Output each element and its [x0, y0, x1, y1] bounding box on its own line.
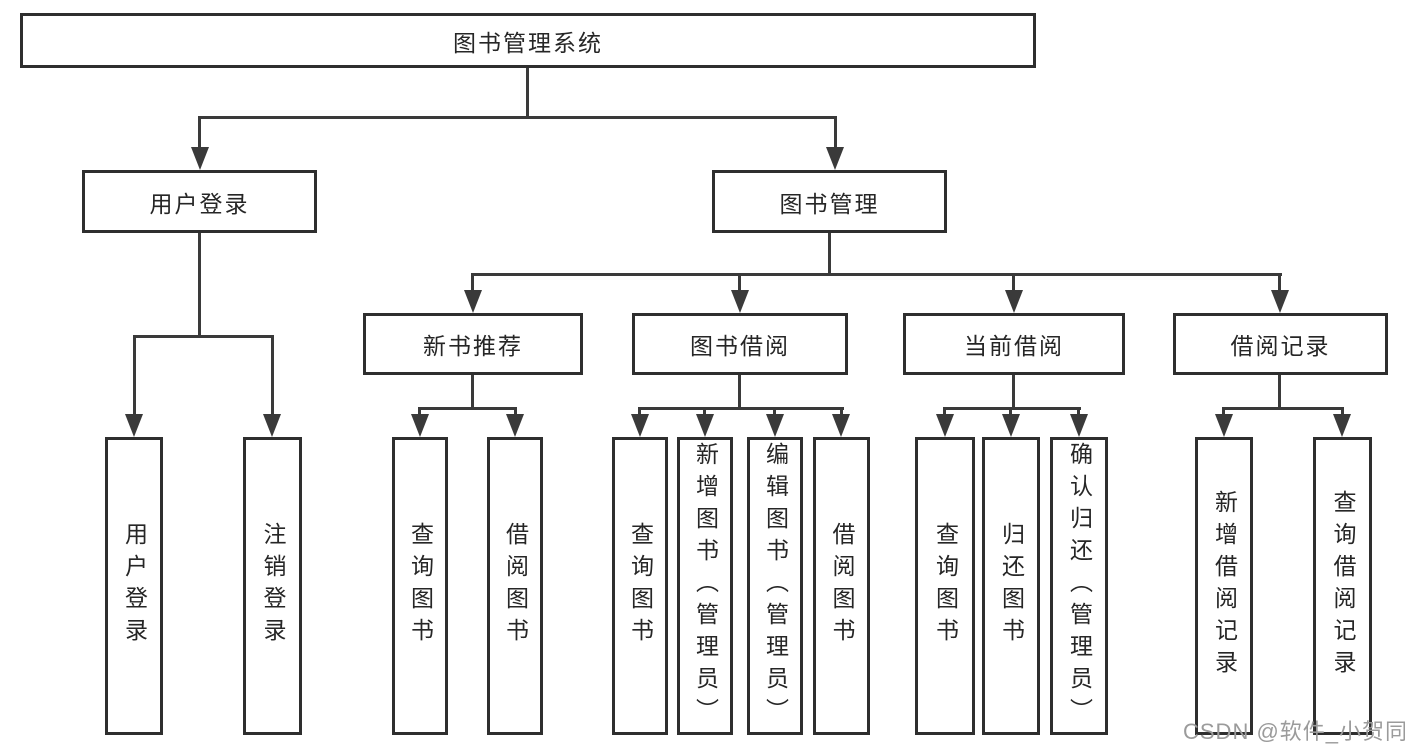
node-label-new-book-rec: 新书推荐 [423, 333, 523, 359]
connector-segment [943, 407, 946, 417]
arrowhead-down-icon [826, 147, 844, 170]
connector-segment [1222, 407, 1225, 417]
node-bb-edit-book: 编辑图书（管理员） [747, 437, 803, 735]
node-leaf-logout: 注销登录 [243, 437, 302, 735]
connector-segment [834, 116, 837, 148]
node-current-borrow: 当前借阅 [903, 313, 1125, 375]
node-new-book-rec: 新书推荐 [363, 313, 583, 375]
node-book-borrow: 图书借阅 [632, 313, 848, 375]
connector-segment [1278, 273, 1281, 292]
connector-segment [638, 407, 844, 410]
arrowhead-down-icon [1070, 414, 1088, 437]
node-root: 图书管理系统 [20, 13, 1036, 68]
node-leaf-user-login: 用户登录 [105, 437, 163, 735]
watermark: CSDN @软件_小贺同学 [1183, 719, 1405, 744]
connector-segment [471, 375, 474, 409]
node-br-add-record: 新增借阅记录 [1195, 437, 1253, 735]
node-cb-confirm-return: 确认归还（管理员） [1050, 437, 1108, 735]
arrowhead-down-icon [936, 414, 954, 437]
arrowhead-down-icon [411, 414, 429, 437]
node-label-br-query-record: 查询借阅记录 [1330, 490, 1355, 682]
connector-segment [828, 233, 831, 275]
connector-segment [418, 407, 421, 417]
arrowhead-down-icon [1333, 414, 1351, 437]
node-label-leaf-user-login: 用户登录 [121, 522, 147, 650]
node-label-bb-add-book: 新增图书（管理员） [692, 442, 718, 730]
connector-segment [1012, 273, 1015, 292]
connector-segment [943, 407, 1081, 410]
connector-segment [471, 273, 1282, 276]
arrowhead-down-icon [1215, 414, 1233, 437]
node-bb-borrow-book: 借阅图书 [813, 437, 870, 735]
arrowhead-down-icon [731, 290, 749, 313]
arrowhead-down-icon [464, 290, 482, 313]
node-cb-query-book: 查询图书 [915, 437, 975, 735]
node-label-book-borrow: 图书借阅 [690, 333, 790, 359]
node-rec-query-book: 查询图书 [392, 437, 448, 735]
node-bb-add-book: 新增图书（管理员） [677, 437, 733, 735]
connector-segment [1009, 407, 1012, 417]
node-br-query-record: 查询借阅记录 [1313, 437, 1372, 735]
connector-segment [638, 407, 641, 417]
node-borrow-records: 借阅记录 [1173, 313, 1388, 375]
connector-segment [514, 407, 517, 417]
connector-segment [738, 273, 741, 292]
arrowhead-down-icon [263, 414, 281, 437]
connector-segment [418, 407, 517, 410]
connector-segment [198, 233, 201, 335]
node-label-cb-query-book: 查询图书 [932, 522, 958, 650]
node-label-borrow-records: 借阅记录 [1230, 333, 1331, 359]
arrowhead-down-icon [1271, 290, 1289, 313]
connector-segment [471, 273, 474, 292]
connector-segment [526, 68, 529, 118]
arrowhead-down-icon [1005, 290, 1023, 313]
node-label-bb-query-book: 查询图书 [627, 522, 653, 650]
connector-segment [738, 375, 741, 409]
connector-segment [1341, 407, 1344, 417]
connector-segment [1077, 407, 1080, 417]
node-cb-return-book: 归还图书 [982, 437, 1040, 735]
connector-segment [198, 116, 201, 148]
arrowhead-down-icon [766, 414, 784, 437]
node-label-root: 图书管理系统 [453, 29, 603, 56]
node-label-rec-borrow-book: 借阅图书 [502, 522, 528, 650]
connector-segment [1278, 375, 1281, 409]
node-label-cb-return-book: 归还图书 [998, 522, 1024, 650]
connector-segment [1012, 375, 1015, 409]
node-label-rec-query-book: 查询图书 [407, 522, 433, 650]
connector-segment [840, 407, 843, 417]
arrowhead-down-icon [191, 147, 209, 170]
arrowhead-down-icon [696, 414, 714, 437]
node-label-book-mgmt: 图书管理 [779, 190, 880, 217]
connector-segment [198, 116, 837, 119]
node-label-br-add-record: 新增借阅记录 [1211, 490, 1237, 682]
connector-segment [773, 407, 776, 417]
node-label-user-login: 用户登录 [149, 190, 250, 217]
arrowhead-down-icon [506, 414, 524, 437]
node-label-current-borrow: 当前借阅 [964, 333, 1064, 359]
node-label-bb-edit-book: 编辑图书（管理员） [762, 442, 788, 730]
arrowhead-down-icon [125, 414, 143, 437]
node-rec-borrow-book: 借阅图书 [487, 437, 543, 735]
node-book-mgmt: 图书管理 [712, 170, 947, 233]
node-label-cb-confirm-return: 确认归还（管理员） [1066, 442, 1092, 730]
node-user-login: 用户登录 [82, 170, 317, 233]
node-bb-query-book: 查询图书 [612, 437, 668, 735]
connector-segment [1222, 407, 1344, 410]
connector-segment [271, 335, 274, 417]
connector-segment [133, 335, 136, 417]
arrowhead-down-icon [631, 414, 649, 437]
arrowhead-down-icon [832, 414, 850, 437]
node-label-leaf-logout: 注销登录 [260, 522, 285, 650]
connector-segment [133, 335, 274, 338]
connector-segment [703, 407, 706, 417]
node-label-bb-borrow-book: 借阅图书 [829, 522, 854, 650]
arrowhead-down-icon [1002, 414, 1020, 437]
